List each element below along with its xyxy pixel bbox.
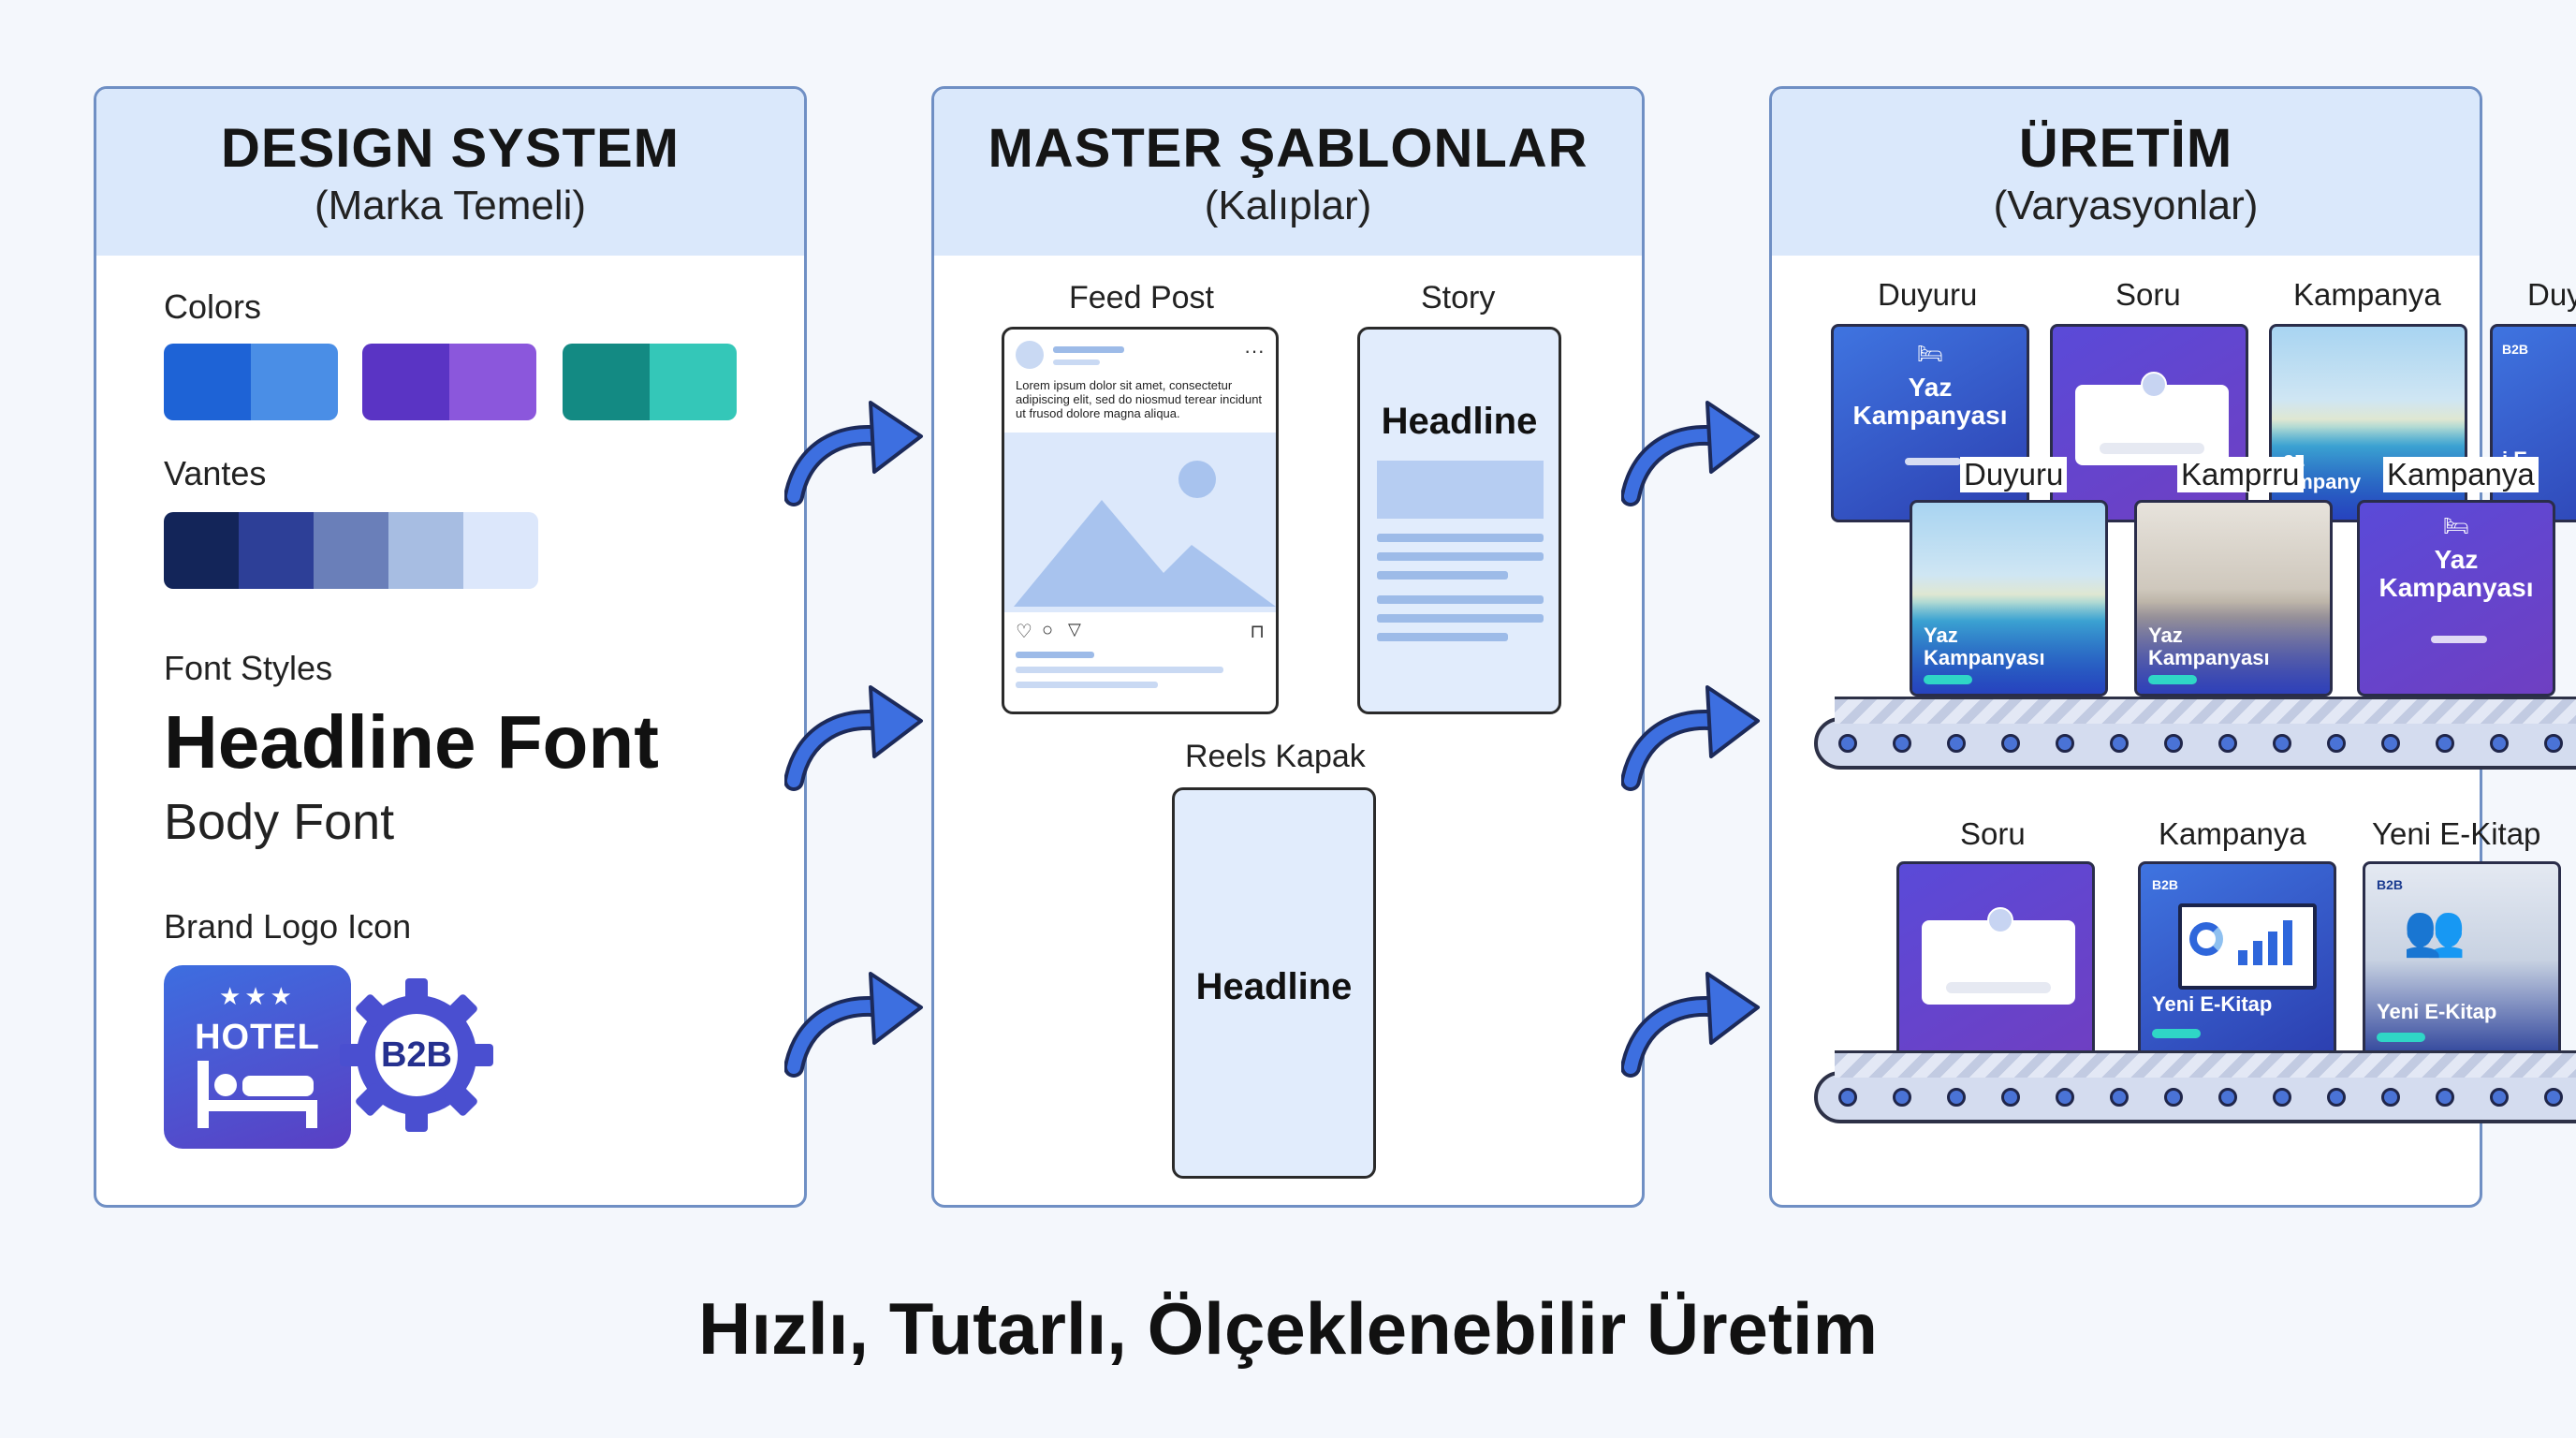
tints-label: Vantes — [164, 454, 267, 492]
reels-cover-label: Reels Kapak — [1185, 739, 1366, 774]
flow-arrow-2 — [784, 685, 923, 791]
production-subtitle: (Varyasyonlar) — [1993, 183, 2259, 228]
design-system-header: DESIGN SYSTEM (Marka Temeli) — [96, 89, 804, 256]
like-icon: ♡ — [1016, 622, 1032, 642]
hotel-logo-text: HOTEL — [195, 1018, 320, 1057]
story-image-placeholder — [1377, 461, 1544, 519]
master-templates-header: MASTER ŞABLONLAR (Kalıplar) — [934, 89, 1642, 256]
card-duy-row1: B2B i E- — [2490, 324, 2576, 522]
feed-post-template: ··· Lorem ipsum dolor sit amet, consecte… — [1002, 327, 1279, 714]
feed-post-label: Feed Post — [1069, 280, 1214, 315]
b2b-gear-logo — [340, 978, 493, 1132]
story-label: Story — [1421, 280, 1496, 315]
story-headline: Headline — [1381, 401, 1538, 442]
landscape-icon — [1014, 461, 1276, 607]
design-system-title: DESIGN SYSTEM — [221, 118, 680, 179]
color-swatch-blue — [164, 344, 338, 420]
flow-arrow-3 — [784, 972, 923, 1078]
flow-arrow-1 — [784, 401, 923, 506]
more-icon: ··· — [1244, 339, 1265, 362]
tint-scale — [164, 512, 538, 589]
headline-font-sample: Headline Font — [164, 700, 659, 784]
footer-tagline: Hızlı, Tutarlı, Ölçeklenebilir Üretim — [698, 1287, 1878, 1370]
flow-arrow-4 — [1621, 401, 1760, 506]
bed-icon — [198, 1061, 317, 1128]
design-system-panel: DESIGN SYSTEM (Marka Temeli) Colors Vant… — [94, 86, 807, 1208]
row1-label-duy: Duy — [2527, 277, 2576, 312]
flow-arrow-6 — [1621, 972, 1760, 1078]
stars-icon: ★★★ — [219, 982, 296, 1010]
feed-post-caption: Lorem ipsum dolor sit amet, consectetur … — [1016, 378, 1263, 420]
comment-icon: ○ — [1042, 620, 1054, 640]
design-system-subtitle: (Marka Temeli) — [314, 183, 587, 228]
production-title: ÜRETİM — [2018, 118, 2233, 179]
production-header: ÜRETİM (Varyasyonlar) — [1772, 89, 2480, 256]
reels-headline: Headline — [1195, 966, 1353, 1007]
body-font-sample: Body Font — [164, 794, 395, 850]
production-panel: ÜRETİM (Varyasyonlar) — [1769, 86, 2482, 1208]
master-templates-title: MASTER ŞABLONLAR — [988, 118, 1588, 179]
color-swatch-teal — [563, 344, 737, 420]
story-template: Headline — [1357, 327, 1561, 714]
flow-arrow-5 — [1621, 685, 1760, 791]
reels-cover-template: Headline — [1172, 787, 1376, 1179]
b2b-logo-text: B2B — [380, 1035, 453, 1075]
color-swatch-purple — [362, 344, 536, 420]
master-templates-panel: MASTER ŞABLONLAR (Kalıplar) Feed Post ··… — [931, 86, 1645, 1208]
brand-logo-label: Brand Logo Icon — [164, 907, 412, 946]
colors-label: Colors — [164, 287, 262, 326]
share-icon: ▽ — [1068, 620, 1081, 638]
master-templates-subtitle: (Kalıplar) — [1204, 183, 1372, 228]
font-styles-label: Font Styles — [164, 649, 333, 687]
image-placeholder — [1004, 433, 1276, 612]
avatar — [1016, 341, 1044, 369]
hotel-logo: ★★★ HOTEL — [164, 965, 351, 1149]
bookmark-icon: ⊓ — [1250, 622, 1265, 642]
